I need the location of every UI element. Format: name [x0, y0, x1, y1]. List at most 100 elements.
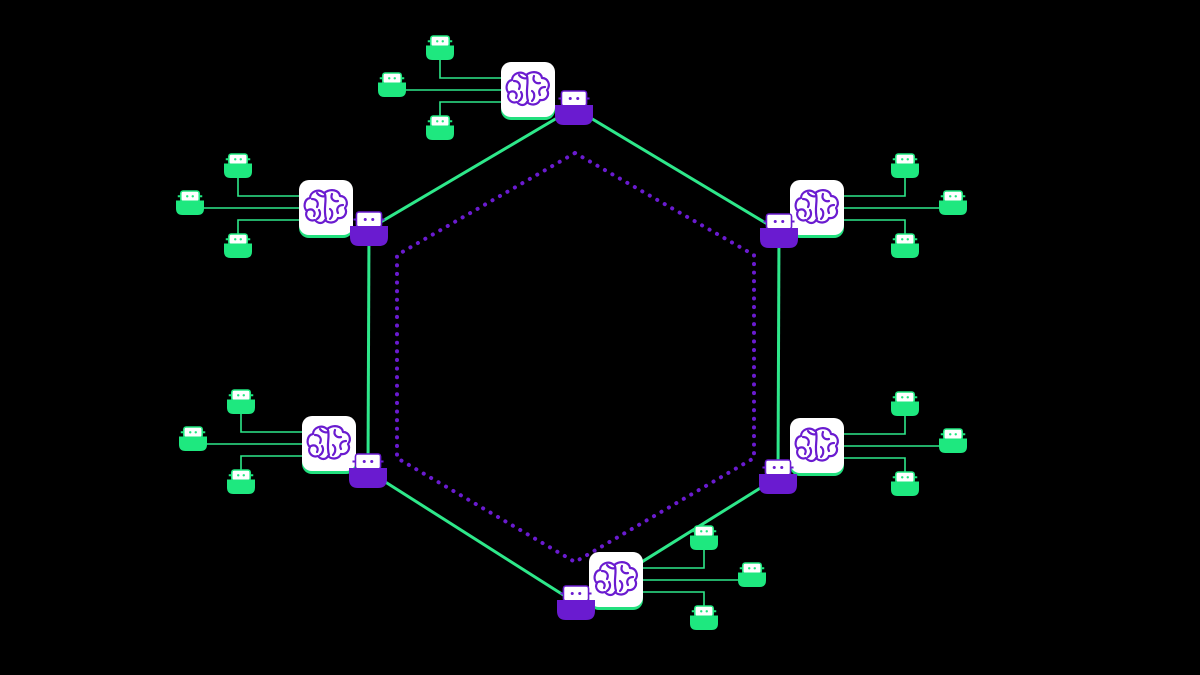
brain-fold [620, 564, 630, 575]
robot-head [182, 426, 204, 439]
brain-fold [618, 579, 624, 593]
robot-eye [949, 195, 952, 198]
robot-head [894, 153, 916, 166]
edge-device-robot-icon [891, 233, 919, 258]
brain-fold [801, 435, 810, 447]
robot-eye [578, 591, 582, 596]
robot-body [891, 243, 919, 258]
edge-device-robot-icon [891, 153, 919, 178]
robot-body [759, 473, 797, 494]
robot-eye [363, 217, 367, 222]
device-link [643, 546, 705, 569]
robot-eye [393, 77, 396, 80]
robot-eye [700, 610, 703, 613]
brain-fold [323, 192, 328, 221]
robot-eye [954, 433, 957, 436]
robot-eye [954, 195, 957, 198]
edge-device-robot-icon [224, 233, 252, 258]
brain-fold [806, 429, 818, 436]
ring-link [573, 106, 780, 233]
robot-body [426, 125, 454, 140]
robot-head [693, 525, 715, 538]
robot-head [381, 72, 403, 85]
device-link [237, 174, 299, 197]
robot-eye [906, 238, 909, 241]
robot-body [690, 615, 718, 630]
robot-eye [901, 476, 904, 479]
brain-fold [336, 203, 345, 215]
robot-body [690, 535, 718, 550]
brain-fold [605, 563, 617, 570]
robot-eye [189, 431, 192, 434]
robot-eye [436, 120, 439, 123]
edge-device-robot-icon [378, 72, 406, 97]
brain-fold [801, 197, 810, 209]
brain-fold [819, 207, 825, 221]
brain-fold [806, 208, 813, 221]
edge-device-robot-icon [227, 389, 255, 414]
inner-dotted-hexagon-path [395, 150, 756, 565]
robot-eye [388, 77, 391, 80]
brain-fold [333, 428, 343, 439]
robot-body [760, 227, 798, 248]
robot-eye [242, 474, 245, 477]
robot-head [230, 469, 252, 482]
edge-device-robot-icon [939, 190, 967, 215]
ring-link [367, 469, 577, 605]
robot-eye [901, 158, 904, 161]
robot-head [354, 453, 382, 470]
brain-fold [821, 192, 831, 203]
robot-head [894, 391, 916, 404]
robot-eye [371, 217, 375, 222]
robot-head [560, 90, 588, 107]
robot-eye [234, 158, 237, 161]
hub-robot-icon [349, 453, 387, 488]
robot-body [426, 45, 454, 60]
robot-eye [239, 158, 242, 161]
robot-eye [576, 96, 580, 101]
robot-body [179, 436, 207, 451]
robot-body [738, 572, 766, 587]
brain-fold [306, 208, 316, 218]
robot-body [227, 399, 255, 414]
robot-eye [773, 219, 777, 224]
brain-fold [806, 191, 818, 198]
edge-device-robot-icon [176, 190, 204, 215]
brain-fold [315, 208, 322, 221]
robot-body [176, 200, 204, 215]
device-link [240, 455, 302, 474]
robot-eye [780, 465, 784, 470]
device-link [844, 219, 906, 238]
edge-device-robot-icon [426, 115, 454, 140]
brain-fold [806, 446, 813, 459]
robot-eye [362, 459, 366, 464]
robot-eye [906, 396, 909, 399]
robot-head [693, 605, 715, 618]
robot-head [765, 213, 793, 230]
edge-device-robot-icon [426, 35, 454, 60]
robot-eye [949, 433, 952, 436]
brain-fold [626, 575, 635, 587]
robot-body [891, 163, 919, 178]
edge-device-robot-icon [224, 153, 252, 178]
brain-outline [794, 427, 839, 463]
robot-eye [906, 476, 909, 479]
brain-outline [593, 561, 638, 597]
hub-robot-icon [557, 585, 595, 620]
robot-head [942, 190, 964, 203]
robot-head [429, 35, 451, 48]
robot-eye [753, 567, 756, 570]
robot-eye [570, 591, 574, 596]
robot-eye [906, 158, 909, 161]
network-node [760, 153, 967, 258]
robot-body [224, 163, 252, 178]
robot-eye [901, 396, 904, 399]
robot-body [891, 481, 919, 496]
device-link [844, 174, 906, 197]
edge-device-robot-icon [891, 471, 919, 496]
robot-head [741, 562, 763, 575]
robot-head [764, 459, 792, 476]
brain-outline [303, 189, 348, 225]
robot-eye [441, 40, 444, 43]
robot-body [555, 104, 593, 125]
